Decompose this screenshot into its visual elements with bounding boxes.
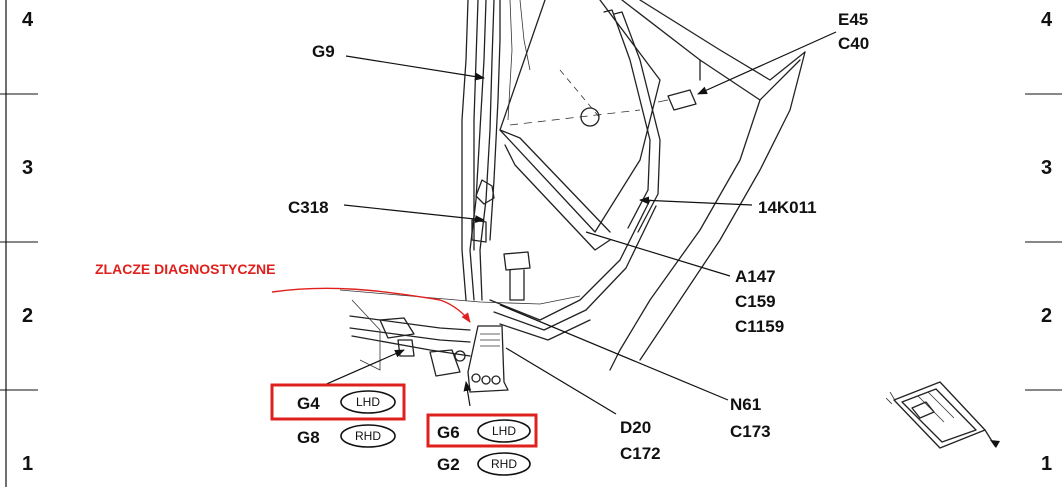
zone-number-left-3: 3	[22, 157, 33, 179]
lhd-badge-g4	[340, 390, 396, 414]
ground-group-g4-g8: G4 LHD G8 RHD	[270, 383, 406, 448]
leader-lines	[271, 31, 837, 415]
zone-number-right-3: 3	[1041, 157, 1052, 179]
rhd-badge-g8-text: RHD	[355, 429, 381, 443]
lhd-badge-g6-text: LHD	[492, 424, 516, 438]
ground-label-g2: G2	[437, 455, 460, 474]
ground-group-g6-g2: G6 LHD G2 RHD	[426, 413, 538, 476]
callout-c318: C318	[288, 198, 329, 217]
zone-number-left-1: 1	[22, 453, 33, 475]
callout-g9: G9	[312, 42, 335, 61]
zone-number-left-4: 4	[22, 9, 34, 31]
zone-number-left-2: 2	[22, 305, 33, 327]
callout-d20: D20	[620, 418, 651, 437]
zone-number-right-1: 1	[1041, 453, 1052, 475]
zone-number-right-4: 4	[1041, 9, 1053, 31]
callout-14k011: 14K011	[758, 198, 817, 217]
callout-c1159: C1159	[735, 317, 784, 336]
callout-c172: C172	[620, 444, 661, 463]
zone-number-right-2: 2	[1041, 305, 1052, 327]
rhd-badge-g2	[477, 452, 531, 476]
callout-a147: A147	[735, 267, 776, 286]
callout-c159: C159	[735, 292, 776, 311]
highlight-box-g4	[270, 383, 406, 421]
rhd-badge-g2-text: RHD	[491, 457, 517, 471]
callout-n61: N61	[730, 395, 761, 414]
lhd-badge-g4-text: LHD	[356, 395, 380, 409]
callout-c40: C40	[838, 34, 869, 53]
ground-label-g4: G4	[297, 394, 320, 413]
diagnostic-connector-label: ZLACZE DIAGNOSTYCZNE	[95, 261, 275, 277]
vehicle-orientation-icon	[885, 381, 1000, 449]
callout-c173: C173	[730, 422, 771, 441]
callout-e45: E45	[838, 10, 868, 29]
lhd-badge-g6	[477, 419, 531, 443]
rhd-badge-g8	[340, 424, 396, 448]
ground-label-g6: G6	[437, 423, 460, 442]
highlight-box-g6	[426, 413, 538, 448]
ground-label-g8: G8	[297, 428, 320, 447]
